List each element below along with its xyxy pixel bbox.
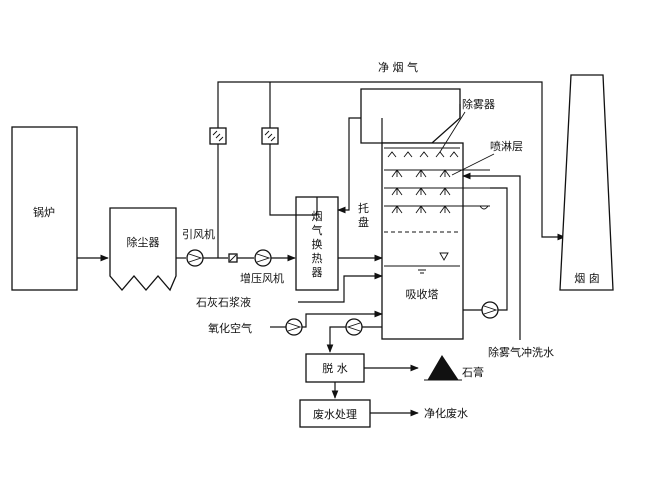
spray-layers: [384, 169, 490, 214]
absorber-label: 吸收塔: [406, 287, 439, 301]
discharge-pump-icon: [345, 318, 363, 336]
recirc-riser: [490, 187, 508, 311]
level-indicator-icon: [439, 252, 449, 261]
dust-collector-label: 除尘器: [127, 235, 160, 249]
gypsum-pile-icon: [427, 355, 459, 381]
absorber-tower: [360, 88, 464, 340]
ggh-clean-gas-duct: [269, 82, 318, 216]
ggh-char-2: 气: [312, 223, 323, 237]
to-dewatering-line: [326, 326, 346, 353]
chimney-label: 烟 囱: [574, 271, 600, 285]
limestone-slurry-label: 石灰石浆液: [196, 295, 251, 309]
level-mark-icon: [418, 269, 426, 274]
ggh-char-4: 热: [312, 252, 323, 265]
oxidation-air-duct: [302, 310, 383, 328]
bypass-damper-icon: [209, 127, 227, 145]
dewatering-label: 脱 水: [322, 361, 348, 375]
damper-icon: [228, 253, 238, 263]
spray-layer-label: 喷淋层: [490, 140, 523, 153]
oxidation-fan-icon: [285, 318, 303, 336]
booster-fan-icon: [254, 249, 272, 267]
wastewater-treatment-box: [299, 399, 371, 428]
booster-fan-label: 增压风机: [240, 271, 284, 285]
boiler-label: 锅炉: [33, 206, 55, 219]
boiler-box: [11, 126, 78, 291]
ggh-char-1: 烟: [312, 209, 323, 223]
tray-char-2: 盘: [358, 215, 369, 229]
spray-layer-leader: [451, 153, 495, 176]
wastewater-treatment-label: 废水处理: [313, 407, 357, 421]
induced-fan-label: 引风机: [182, 227, 215, 241]
demister-label: 除雾器: [462, 97, 495, 111]
clean-gas-label: 净 烟 气: [378, 60, 418, 74]
gypsum-label: 石膏: [462, 365, 484, 379]
ggh-damper-icon: [261, 127, 279, 145]
induced-fan-icon: [186, 249, 204, 267]
demister-row: [384, 147, 460, 158]
ggh-char-3: 换: [312, 237, 323, 251]
clean-wastewater-label: 净化废水: [424, 406, 468, 420]
tray-char-1: 托: [358, 201, 369, 215]
chimney-shape: [559, 74, 614, 291]
limestone-slurry-line: [298, 272, 383, 303]
dust-collector-shape: [109, 207, 177, 292]
demister-wash-line: [462, 172, 521, 340]
oxidation-air-label: 氧化空气: [208, 321, 252, 335]
demister-leader: [439, 111, 466, 153]
demister-wash-label: 除雾气冲洗水: [488, 345, 554, 359]
recirculation-pump-icon: [481, 301, 499, 319]
ggh-char-5: 器: [312, 266, 323, 279]
